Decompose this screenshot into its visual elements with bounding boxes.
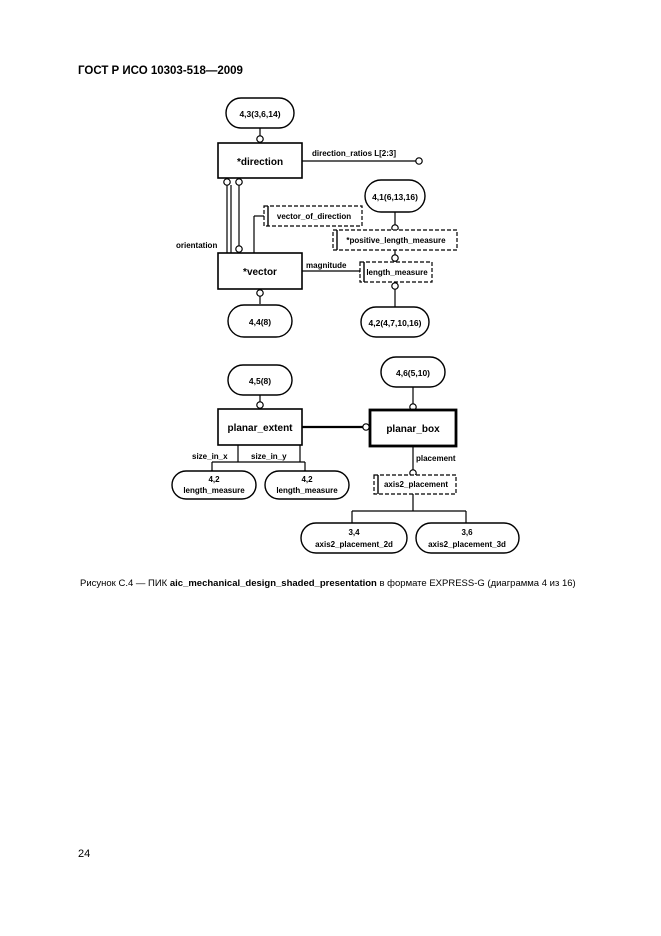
ref-label: axis2_placement_2d — [315, 540, 393, 549]
entity-label: *vector — [243, 267, 277, 278]
connector-circle — [235, 178, 243, 186]
page-number: 24 — [78, 848, 91, 860]
connector-circle — [391, 254, 399, 262]
ref-label: 4,3(3,6,14) — [239, 109, 280, 119]
ref-box-length-measure — [360, 306, 430, 338]
ref-label: 4,5(8) — [249, 376, 271, 386]
attribute-label: magnitude — [306, 261, 347, 270]
type-positive-length-measure — [332, 229, 458, 251]
ref-box-direction — [225, 97, 295, 129]
type-vector-of-direction — [263, 205, 363, 227]
connector-circle — [223, 178, 231, 186]
ref-box-axis3d — [415, 522, 520, 554]
type-axis2-placement — [373, 474, 457, 495]
caption-bold: aic_mechanical_design_shaded_presentatio… — [169, 578, 377, 589]
ref-label: 3,6 — [461, 528, 473, 537]
ref-label: 4,1(6,13,16) — [372, 192, 418, 202]
ref-box-extent — [227, 364, 293, 396]
ref-box-size-x — [171, 470, 257, 500]
type-label: *positive_length_measure — [346, 236, 446, 245]
type-label: length_measure — [366, 268, 428, 277]
ref-box-vector — [227, 304, 293, 338]
attribute-label: size_in_y — [251, 452, 287, 461]
entity-label: *direction — [237, 157, 283, 168]
ref-label: 4,2(4,7,10,16) — [369, 318, 422, 328]
ref-box-size-y — [264, 470, 350, 500]
connector-circle — [362, 423, 370, 431]
entity-planar-box — [368, 408, 458, 448]
attribute-label: placement — [416, 454, 456, 463]
ref-label: 3,4 — [348, 528, 360, 537]
connector-circle — [256, 135, 264, 143]
entity-planar-extent — [217, 408, 303, 446]
caption-suffix: в формате EXPRESS-G (диаграмма 4 из 16) — [376, 578, 576, 589]
entity-vector — [217, 252, 303, 290]
document-header: ГОСТ Р ИСО 10303-518—2009 — [78, 65, 243, 77]
type-length-measure — [359, 261, 433, 283]
attribute-label: direction_ratios L[2:3] — [312, 149, 396, 158]
type-label: axis2_placement — [384, 480, 448, 489]
attribute-label: orientation — [176, 241, 217, 250]
entity-label: planar_extent — [227, 423, 293, 434]
ref-label: 4,4(8) — [249, 317, 271, 327]
connector-circle — [235, 245, 243, 253]
ref-box-axis2d — [300, 522, 408, 554]
connector-circle — [391, 282, 399, 290]
ref-box-box — [380, 356, 446, 388]
ref-label: length_measure — [183, 486, 245, 495]
figure-caption: Рисунок С.4 — ПИК aic_mechanical_design_… — [80, 578, 576, 589]
type-label: vector_of_direction — [277, 212, 351, 221]
ref-label: 4,6(5,10) — [396, 368, 430, 378]
connector-circle — [256, 289, 264, 297]
ref-label: 4,2 — [208, 475, 220, 484]
entity-label: planar_box — [386, 424, 440, 435]
attribute-label: size_in_x — [192, 452, 228, 461]
ref-label: length_measure — [276, 486, 338, 495]
ref-label: axis2_placement_3d — [428, 540, 506, 549]
connector-circle — [415, 157, 423, 165]
entity-direction — [217, 142, 303, 179]
connector-circle — [256, 401, 264, 409]
ref-label: 4,2 — [301, 475, 313, 484]
ref-box-positive-length — [364, 179, 426, 213]
caption-prefix: Рисунок С.4 — ПИК — [80, 578, 170, 589]
